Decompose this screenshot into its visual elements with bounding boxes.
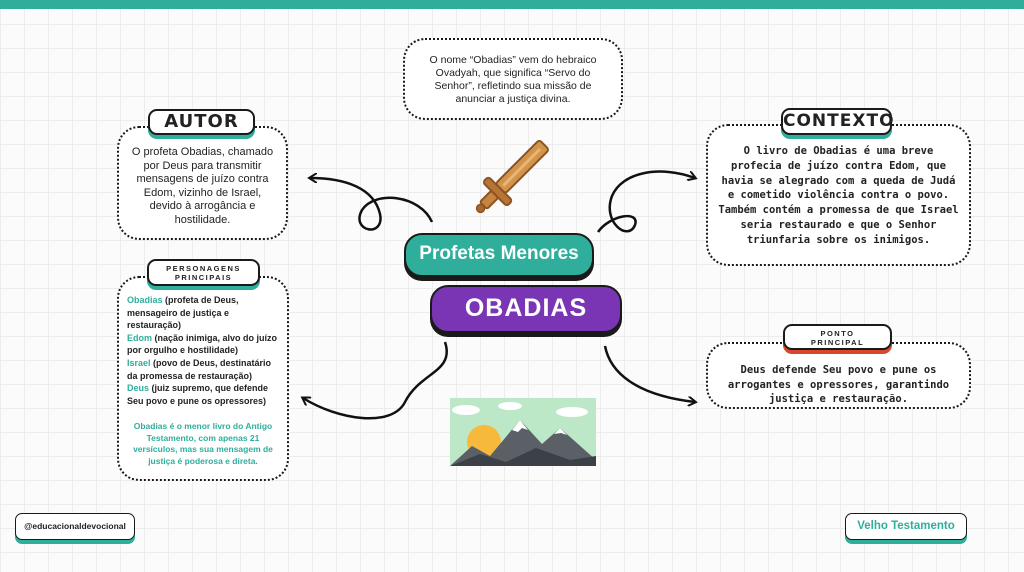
autor-label: AUTOR: [148, 109, 255, 135]
character-description: (juiz supremo, que defende Seu povo e pu…: [127, 383, 269, 406]
character-description: (povo de Deus, destinatário da promessa …: [127, 357, 272, 381]
mountain-sunrise-icon: [450, 398, 596, 466]
contexto-card: O livro de Obadias é uma breve profecia …: [706, 124, 971, 266]
main-title-pill: OBADIAS: [430, 285, 622, 333]
character-description: (profeta de Deus, mensageiro de justiça …: [127, 295, 239, 331]
top-accent-bar: [0, 0, 1024, 9]
personagens-label: PERSONAGENS PRINCIPAIS: [147, 259, 260, 286]
arrow-to-ponto: [603, 345, 695, 402]
autor-text: O profeta Obadias, chamado por Deus para…: [131, 146, 274, 226]
character-description: (nação inimiga, alvo do juízo por orgulh…: [127, 332, 278, 356]
autor-card: O profeta Obadias, chamado por Deus para…: [117, 126, 288, 240]
personagens-note: Obadias é o menor livro do Antigo Testam…: [133, 421, 273, 466]
ponto-text: Deus defende Seu povo e pune os arrogant…: [727, 364, 950, 405]
ponto-label: PONTO PRINCIPAL: [783, 324, 892, 350]
arrow-to-contexto: [596, 170, 695, 233]
subtitle-pill: Profetas Menores: [404, 233, 594, 277]
character-item: Obadias (profeta de Deus, mensageiro de …: [127, 294, 279, 332]
wooden-sword-icon: [466, 133, 556, 223]
ponto-card: Deus defende Seu povo e pune os arrogant…: [706, 342, 971, 409]
character-item: Deus (juiz supremo, que defende Seu povo…: [127, 382, 279, 407]
character-item: Israel (povo de Deus, destinatário da pr…: [127, 357, 279, 382]
handle-tag[interactable]: @educacionaldevocional: [15, 513, 135, 540]
name-meaning-text: O nome “Obadias” vem do hebraico Ovadyah…: [429, 54, 597, 105]
personagens-card: Obadias (profeta de Deus, mensageiro de …: [117, 276, 289, 481]
arrow-to-autor: [310, 178, 434, 231]
contexto-text: O livro de Obadias é uma breve profecia …: [718, 145, 959, 246]
character-name: Obadias: [127, 295, 163, 305]
name-meaning-card: O nome “Obadias” vem do hebraico Ovadyah…: [403, 38, 623, 120]
character-name: Edom: [127, 332, 153, 343]
contexto-label: CONTEXTO: [781, 108, 894, 135]
character-name: Israel: [127, 357, 151, 368]
section-tag[interactable]: Velho Testamento: [845, 513, 967, 540]
arrow-to-personagens: [303, 341, 448, 420]
character-name: Deus: [127, 383, 150, 394]
characters-list: Obadias (profeta de Deus, mensageiro de …: [127, 294, 279, 407]
character-item: Edom (nação inimiga, alvo do juízo por o…: [127, 332, 279, 357]
